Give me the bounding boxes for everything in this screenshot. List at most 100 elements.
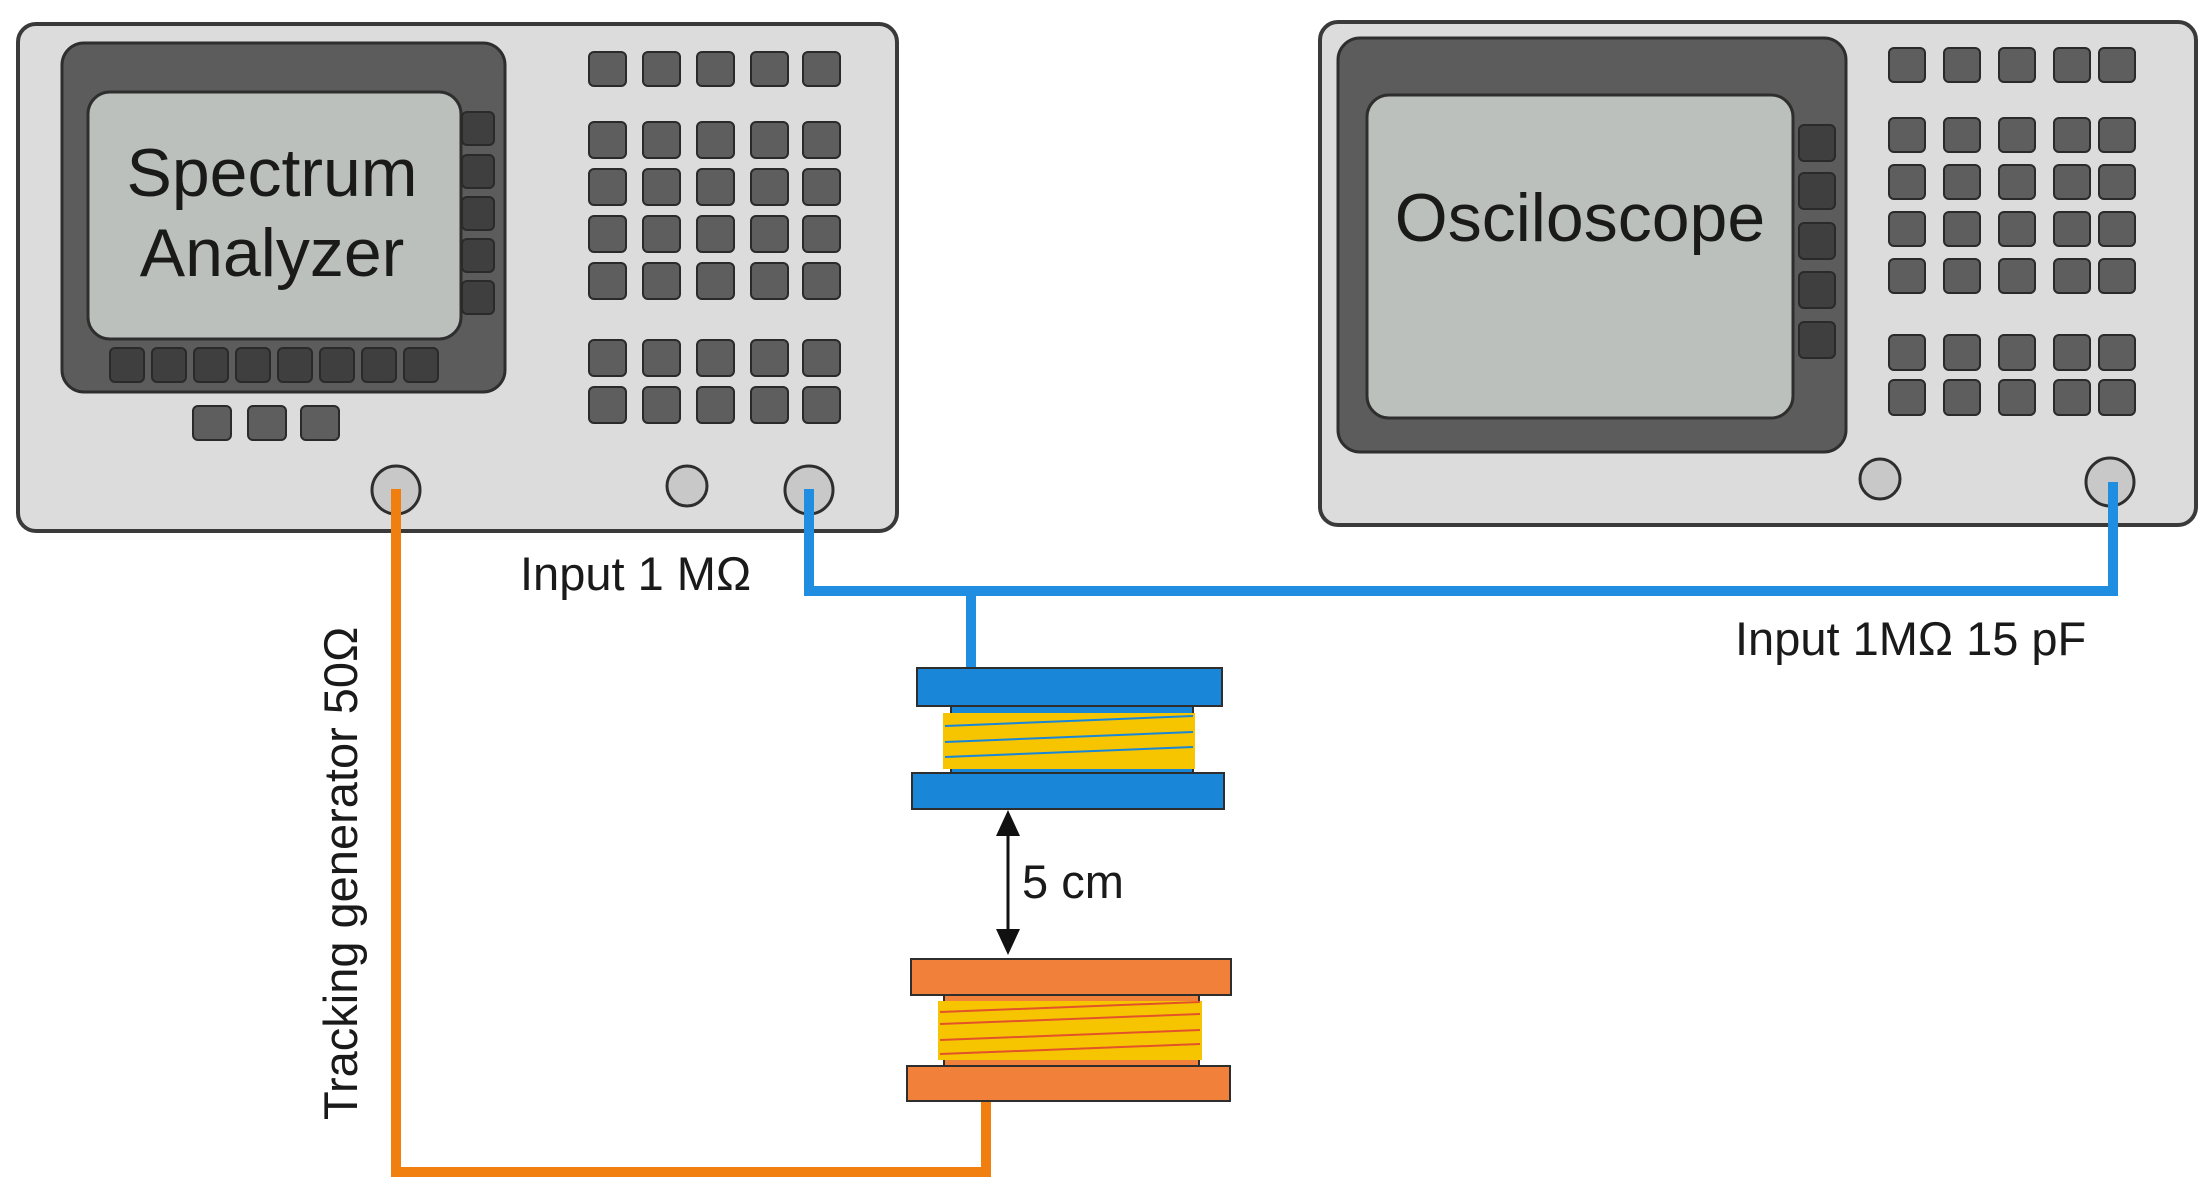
softkey[interactable] bbox=[1798, 124, 1836, 162]
keypad-key[interactable] bbox=[247, 405, 287, 441]
keypad-key[interactable] bbox=[802, 51, 841, 87]
keypad-key[interactable] bbox=[2053, 117, 2091, 153]
keypad-key[interactable] bbox=[300, 405, 340, 441]
softkey[interactable] bbox=[461, 280, 495, 315]
keypad-key[interactable] bbox=[1888, 211, 1926, 247]
keypad-key[interactable] bbox=[2098, 379, 2136, 416]
softkey[interactable] bbox=[461, 196, 495, 231]
softkey[interactable] bbox=[1798, 222, 1836, 260]
keypad-key[interactable] bbox=[642, 51, 681, 87]
keypad-key[interactable] bbox=[642, 121, 681, 159]
softkey[interactable] bbox=[361, 347, 397, 383]
keypad-key[interactable] bbox=[1888, 258, 1926, 294]
keypad-key[interactable] bbox=[1943, 164, 1981, 200]
softkey[interactable] bbox=[193, 347, 229, 383]
keypad-key[interactable] bbox=[750, 386, 789, 424]
keypad-key[interactable] bbox=[696, 215, 735, 253]
keypad-key[interactable] bbox=[802, 339, 841, 377]
keypad-key[interactable] bbox=[1888, 47, 1926, 83]
softkey[interactable] bbox=[319, 347, 355, 383]
keypad-key[interactable] bbox=[642, 168, 681, 206]
keypad-key[interactable] bbox=[750, 51, 789, 87]
softkey[interactable] bbox=[403, 347, 439, 383]
keypad-key[interactable] bbox=[1943, 334, 1981, 371]
keypad-key[interactable] bbox=[750, 168, 789, 206]
keypad-key[interactable] bbox=[1998, 334, 2036, 371]
keypad-key[interactable] bbox=[1888, 117, 1926, 153]
softkey[interactable] bbox=[277, 347, 313, 383]
keypad-key[interactable] bbox=[2053, 258, 2091, 294]
keypad-key[interactable] bbox=[802, 121, 841, 159]
keypad-key[interactable] bbox=[750, 215, 789, 253]
keypad-key[interactable] bbox=[192, 405, 232, 441]
keypad-key[interactable] bbox=[802, 262, 841, 300]
keypad-key[interactable] bbox=[696, 168, 735, 206]
keypad-key[interactable] bbox=[1998, 258, 2036, 294]
softkey[interactable] bbox=[1798, 271, 1836, 309]
softkey[interactable] bbox=[461, 238, 495, 273]
keypad-key[interactable] bbox=[2053, 47, 2091, 83]
keypad-key[interactable] bbox=[696, 339, 735, 377]
keypad-key[interactable] bbox=[642, 386, 681, 424]
oscilloscope-keypad bbox=[1888, 47, 2136, 416]
keypad-key[interactable] bbox=[588, 168, 627, 206]
keypad-key[interactable] bbox=[750, 262, 789, 300]
keypad-key[interactable] bbox=[588, 262, 627, 300]
keypad-key[interactable] bbox=[588, 386, 627, 424]
keypad-key[interactable] bbox=[1998, 47, 2036, 83]
keypad-key[interactable] bbox=[642, 339, 681, 377]
keypad-key[interactable] bbox=[588, 121, 627, 159]
keypad-key[interactable] bbox=[1998, 117, 2036, 153]
keypad-key[interactable] bbox=[1943, 47, 1981, 83]
keypad-key[interactable] bbox=[696, 51, 735, 87]
oscilloscope: Osciloscope bbox=[1318, 20, 2198, 527]
keypad-key[interactable] bbox=[2098, 334, 2136, 371]
keypad-key[interactable] bbox=[1998, 211, 2036, 247]
keypad-key[interactable] bbox=[696, 121, 735, 159]
transmit-coil-wire bbox=[939, 1013, 1201, 1025]
keypad-key[interactable] bbox=[642, 262, 681, 300]
oscilloscope-knob[interactable] bbox=[1858, 457, 1902, 501]
keypad-key[interactable] bbox=[1998, 379, 2036, 416]
softkey[interactable] bbox=[109, 347, 145, 383]
keypad-key[interactable] bbox=[588, 51, 627, 87]
keypad-key[interactable] bbox=[802, 386, 841, 424]
transmit-cable bbox=[391, 489, 991, 1177]
keypad-key[interactable] bbox=[1943, 211, 1981, 247]
keypad-key[interactable] bbox=[1943, 258, 1981, 294]
keypad-key[interactable] bbox=[1943, 379, 1981, 416]
keypad-key[interactable] bbox=[802, 215, 841, 253]
keypad-key[interactable] bbox=[2098, 211, 2136, 247]
softkey[interactable] bbox=[1798, 172, 1836, 210]
keypad-key[interactable] bbox=[2098, 47, 2136, 83]
softkey[interactable] bbox=[461, 111, 495, 146]
spectrum-analyzer-knob[interactable] bbox=[665, 464, 709, 508]
keypad-key[interactable] bbox=[2053, 379, 2091, 416]
spectrum-analyzer-bottom-softkeys bbox=[109, 347, 439, 383]
keypad-key[interactable] bbox=[2053, 164, 2091, 200]
keypad-key[interactable] bbox=[588, 215, 627, 253]
keypad-key[interactable] bbox=[2053, 211, 2091, 247]
softkey[interactable] bbox=[1798, 321, 1836, 359]
keypad-key[interactable] bbox=[750, 121, 789, 159]
keypad-key[interactable] bbox=[2098, 164, 2136, 200]
softkey[interactable] bbox=[151, 347, 187, 383]
keypad-key[interactable] bbox=[642, 215, 681, 253]
keypad-key[interactable] bbox=[696, 386, 735, 424]
softkey[interactable] bbox=[235, 347, 271, 383]
receive-coil-wire bbox=[944, 746, 1194, 758]
keypad-key[interactable] bbox=[802, 168, 841, 206]
softkey[interactable] bbox=[461, 154, 495, 189]
keypad-key[interactable] bbox=[750, 339, 789, 377]
keypad-key[interactable] bbox=[1888, 334, 1926, 371]
keypad-key[interactable] bbox=[2053, 334, 2091, 371]
keypad-key[interactable] bbox=[1943, 117, 1981, 153]
keypad-key[interactable] bbox=[696, 262, 735, 300]
keypad-key[interactable] bbox=[1888, 164, 1926, 200]
keypad-key[interactable] bbox=[1998, 164, 2036, 200]
keypad-key[interactable] bbox=[588, 339, 627, 377]
keypad-key[interactable] bbox=[2098, 258, 2136, 294]
keypad-key[interactable] bbox=[2098, 117, 2136, 153]
keypad-key[interactable] bbox=[1888, 379, 1926, 416]
